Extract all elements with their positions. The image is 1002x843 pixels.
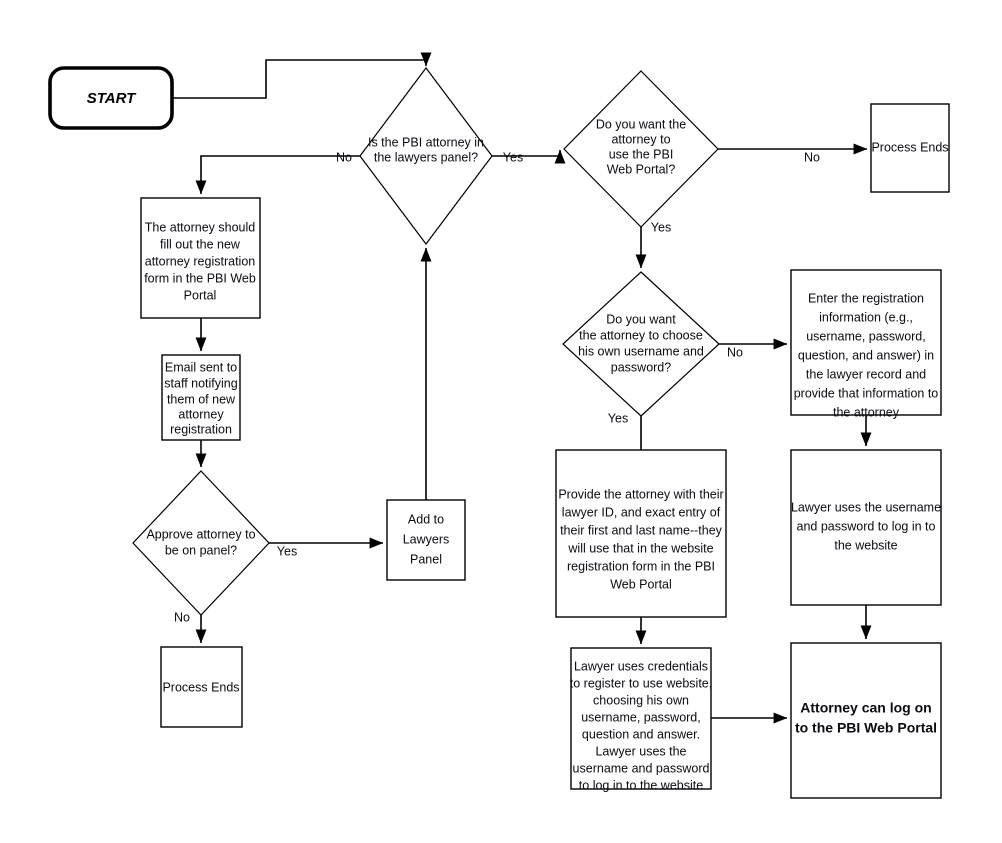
process-ends-left-shape[interactable] [160,646,243,728]
enter-registration-line-7: the attorney [833,405,900,419]
email-sent-shape[interactable] [161,354,241,441]
node-attorney-form[interactable]: The attorney should fill out the new att… [140,197,261,319]
email-sent-line-2: staff notifying [164,376,237,390]
enter-registration-line-1: Enter the registration [808,291,924,305]
provide-lawyer-id-shape[interactable] [555,449,727,618]
lawyer-uses-creds-line-1: Lawyer uses the username [791,500,941,514]
lawyer-uses-creds-line-2: and password to log in to [797,519,936,533]
edge-label-approve-yes: Yes [277,544,297,558]
start-shape[interactable] [48,66,174,130]
lawyer-registers-line-6: Lawyer uses the [595,744,686,758]
email-sent-line-5: registration [170,422,232,436]
provide-lawyer-id-line-4: will use that in the website [567,541,713,555]
add-panel-line-2: Lawyers [403,532,450,546]
approve-check-shape[interactable] [132,470,270,616]
node-own-credentials-check[interactable]: Do you want the attorney to choose his o… [562,271,720,417]
provide-lawyer-id-line-5: registration form in the PBI [567,559,715,573]
provide-lawyer-id-line-3: their first and last name--they [560,523,723,537]
use-portal-line-4: Web Portal? [607,162,676,176]
node-email-sent[interactable]: Email sent to staff notifying them of ne… [161,354,241,441]
attorney-form-line-5: Portal [184,288,217,302]
process-ends-right-label: Process Ends [871,140,948,154]
email-sent-line-4: attorney [178,407,224,421]
add-panel-shape[interactable] [386,499,466,581]
enter-registration-shape[interactable] [790,269,942,416]
attorney-form-line-1: The attorney should [145,220,256,234]
lawyer-registers-line-8: to log in to the website [579,778,703,792]
node-process-ends-left[interactable]: Process Ends [160,646,243,728]
edge-label-creds-yes: Yes [608,411,628,425]
own-credentials-line-1: Do you want [606,312,676,326]
attorney-can-log-on-line-1: Attorney can log on [800,700,931,716]
attorney-form-shape[interactable] [140,197,261,319]
own-credentials-line-4: password? [611,360,671,374]
node-use-portal-check[interactable]: Do you want the attorney to use the PBI … [563,70,719,228]
provide-lawyer-id-line-6: Web Portal [610,577,672,591]
lawyer-registers-line-1: Lawyer uses credentials [574,659,708,673]
node-lawyer-uses-creds-right[interactable]: Lawyer uses the username and password to… [790,449,942,606]
lawyer-registers-shape[interactable] [570,647,712,790]
enter-registration-line-2: information (e.g., [819,310,913,324]
own-credentials-shape[interactable] [562,271,720,417]
attorney-form-line-4: form in the PBI Web [144,271,256,285]
email-sent-line-1: Email sent to [165,360,237,374]
own-credentials-line-3: his own username and [578,344,704,358]
use-portal-line-1: Do you want the [596,117,686,131]
process-ends-right-shape[interactable] [870,103,950,193]
lawyer-registers-line-5: question and answer. [582,727,700,741]
edge-label-panel-check-yes: Yes [503,150,523,164]
attorney-can-log-on-shape[interactable] [790,642,942,799]
lawyer-registers-line-3: choosing his own [593,693,689,707]
enter-registration-line-6: provide that information to [794,386,939,400]
email-sent-line-3: them of new [167,392,236,406]
start-label: START [87,90,137,107]
node-panel-check[interactable]: Is the PBI attorney in the lawyers panel… [359,67,493,245]
node-enter-registration[interactable]: Enter the registration information (e.g.… [790,269,942,419]
edge-panel-check-yes [492,149,566,164]
use-portal-line-2: attorney to [611,132,670,146]
node-approve-check[interactable]: Approve attorney to be on panel? [132,470,270,616]
node-attorney-can-log-on[interactable]: Attorney can log on to the PBI Web Porta… [790,642,942,799]
node-add-panel[interactable]: Add to Lawyers Panel [386,499,466,581]
edge-label-approve-no: No [174,610,190,624]
add-panel-line-3: Panel [410,552,442,566]
attorney-form-line-3: attorney registration [145,254,256,268]
process-ends-left-label: Process Ends [162,680,239,694]
enter-registration-line-5: the lawyer record and [806,367,926,381]
node-provide-lawyer-id[interactable]: Provide the attorney with their lawyer I… [555,449,727,618]
node-start[interactable]: START [48,66,174,130]
use-portal-line-3: use the PBI [609,147,674,161]
approve-check-line-2: be on panel? [165,543,237,557]
provide-lawyer-id-line-2: lawyer ID, and exact entry of [562,505,721,519]
edge-label-panel-check-no: No [336,150,352,164]
panel-check-shape[interactable] [359,67,493,245]
panel-check-line-1: Is the PBI attorney in [368,135,484,149]
enter-registration-line-4: question, and answer) in [798,348,934,362]
lawyer-registers-line-4: username, password, [581,710,701,724]
edge-label-layer: No Yes No Yes No Yes No Yes [174,150,820,624]
provide-lawyer-id-line-1: Provide the attorney with their [558,487,723,501]
attorney-form-line-2: fill out the new [160,237,241,251]
lawyer-uses-creds-right-shape[interactable] [790,449,942,606]
node-process-ends-right[interactable]: Process Ends [870,103,950,193]
attorney-can-log-on-line-2: to the PBI Web Portal [795,720,937,736]
use-portal-check-shape[interactable] [563,70,719,228]
lawyer-registers-line-2: to register to use website, [570,676,712,690]
enter-registration-line-3: username, password, [806,329,926,343]
edge-start-to-panel-check [172,52,432,99]
edge-panel-check-no [195,155,360,195]
edge-label-portal-yes: Yes [651,220,671,234]
lawyer-registers-line-7: username and password [573,761,710,775]
node-lawyer-registers[interactable]: Lawyer uses credentials to register to u… [570,647,712,792]
add-panel-line-1: Add to [408,512,444,526]
approve-check-line-1: Approve attorney to [146,527,255,541]
lawyer-uses-creds-line-3: the website [834,538,897,552]
panel-check-line-2: the lawyers panel? [374,150,478,164]
edge-label-portal-no: No [804,150,820,164]
own-credentials-line-2: the attorney to choose [579,328,703,342]
edge-label-creds-no: No [727,345,743,359]
